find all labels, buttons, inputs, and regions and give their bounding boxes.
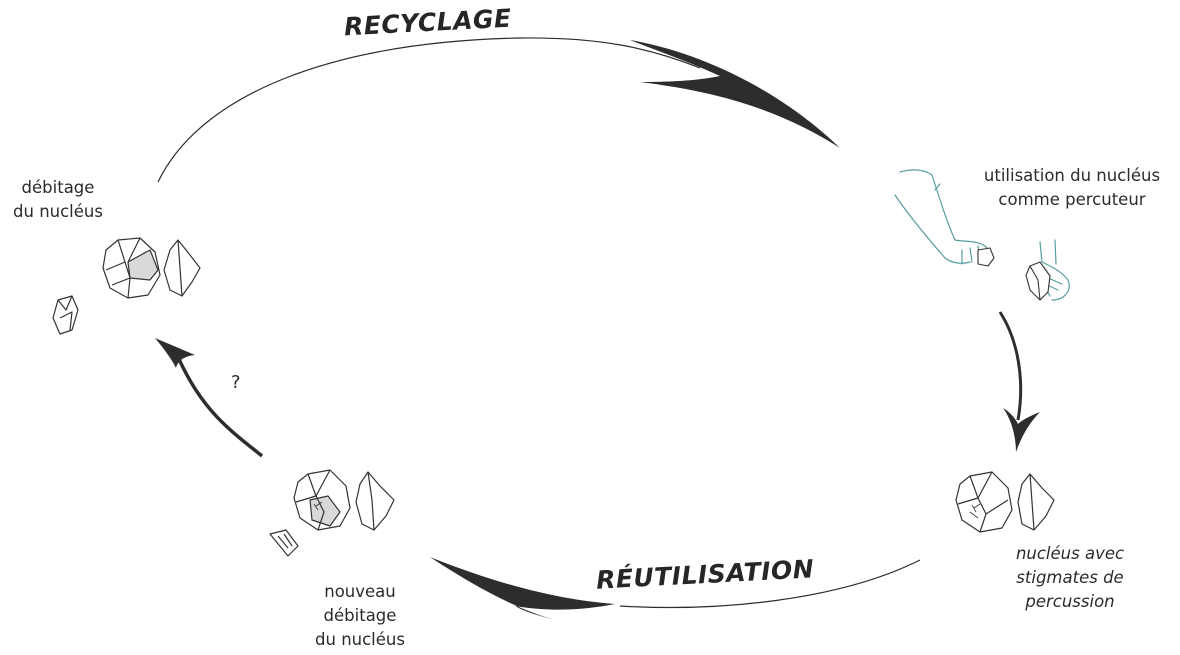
label-nouveau-line1: nouveau: [324, 582, 396, 601]
label-nouveau-line2: débitage: [323, 606, 397, 625]
reutilisation-arrowhead: [430, 557, 615, 620]
percussion-arrowhead: [1003, 408, 1040, 452]
label-stigmates: nucléus avec stigmates de percussion: [1005, 542, 1135, 614]
label-nouveau-line3: du nucléus: [315, 630, 405, 649]
label-debitage: débitage du nucléus: [12, 176, 104, 224]
reutilisation-arc: [619, 559, 921, 609]
label-utilisation-line2: comme percuteur: [998, 190, 1146, 209]
question-mark: ?: [231, 372, 241, 393]
label-stigmates-line3: percussion: [1025, 592, 1115, 611]
label-utilisation-line1: utilisation du nucléus: [983, 166, 1161, 185]
recyclage-arrowhead: [630, 40, 840, 148]
hands-percussion-drawing: [894, 169, 1070, 301]
label-nouveau-debitage: nouveau débitage du nucléus: [300, 580, 420, 652]
return-arrowhead: [155, 338, 195, 368]
label-stigmates-line2: stigmates de: [1016, 568, 1124, 587]
label-stigmates-line1: nucléus avec: [1015, 544, 1125, 563]
recyclage-arc: [157, 37, 701, 183]
held-nucleus-drawing: [977, 247, 1051, 301]
percussion-arrow-shaft: [998, 311, 1023, 421]
label-utilisation: utilisation du nucléus comme percuteur: [972, 164, 1172, 212]
nucleus-nouveau-debitage-drawing: [269, 469, 395, 557]
nucleus-stigmates-drawing: [955, 471, 1055, 533]
nucleus-debitage-drawing: [52, 237, 201, 335]
label-debitage-line2: du nucléus: [13, 202, 103, 221]
return-arrow-shaft: [173, 349, 264, 458]
label-debitage-line1: débitage: [21, 178, 95, 197]
